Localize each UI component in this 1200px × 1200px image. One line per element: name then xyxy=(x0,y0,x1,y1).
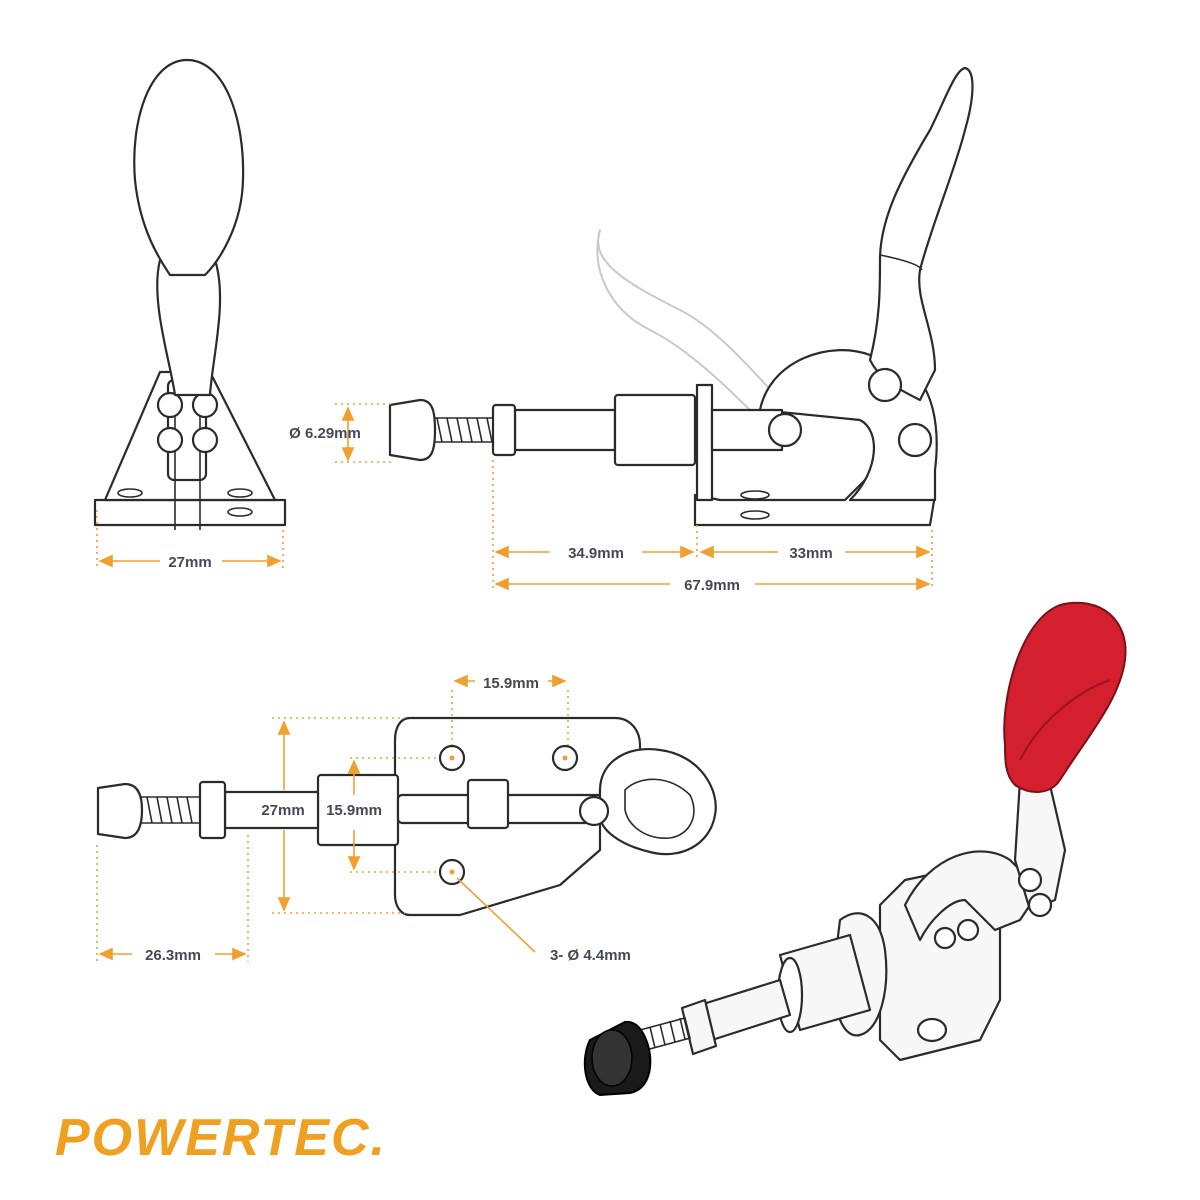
dim-stroke-right: 33mm xyxy=(789,545,832,562)
front-view: 27mm xyxy=(93,58,287,571)
top-handle-loop xyxy=(598,747,717,856)
front-base-plate xyxy=(93,498,287,527)
side-bracket xyxy=(695,383,714,502)
pivot-pin-3 xyxy=(897,422,933,458)
iso-red-grip xyxy=(1003,601,1127,793)
side-tip xyxy=(388,398,437,462)
spindle xyxy=(513,408,617,452)
dim-body-diameter: 15.9mm xyxy=(326,802,382,819)
dim-mount-holes: 3- Ø 4.4mm xyxy=(550,947,631,964)
powertec-logo: POWERTEC. xyxy=(55,1109,387,1167)
dim-hole-spacing: 15.9mm xyxy=(483,675,539,692)
ghost-handle xyxy=(596,229,781,421)
hex-nut xyxy=(491,403,517,457)
dim-spindle-diameter: Ø 6.29mm xyxy=(289,425,361,442)
brand-logo-text: POWERTEC. xyxy=(55,1109,387,1167)
side-handle xyxy=(868,66,974,402)
top-nut xyxy=(198,780,227,840)
dim-spindle-offset: 26.3mm xyxy=(145,947,201,964)
pivot-pin-2 xyxy=(767,412,803,448)
dim-base-height: 27mm xyxy=(261,802,304,819)
pivot-pin-1 xyxy=(867,367,903,403)
top-tip xyxy=(96,782,144,840)
side-view: Ø 6.29mm 34.9mm 33mm 67.9mm xyxy=(289,66,974,594)
spindle-sleeve xyxy=(613,393,697,467)
front-handle-neck xyxy=(156,258,222,397)
top-view: 15.9mm 27mm 15.9mm 26.3mm 3- Ø 4.4mm xyxy=(96,674,717,964)
perspective-view xyxy=(583,601,1127,1097)
dim-side-width: 27mm xyxy=(168,554,211,571)
dim-overall-length: 67.9mm xyxy=(684,577,740,594)
dim-stroke-left: 34.9mm xyxy=(568,545,624,562)
front-handle-grip xyxy=(133,58,245,277)
